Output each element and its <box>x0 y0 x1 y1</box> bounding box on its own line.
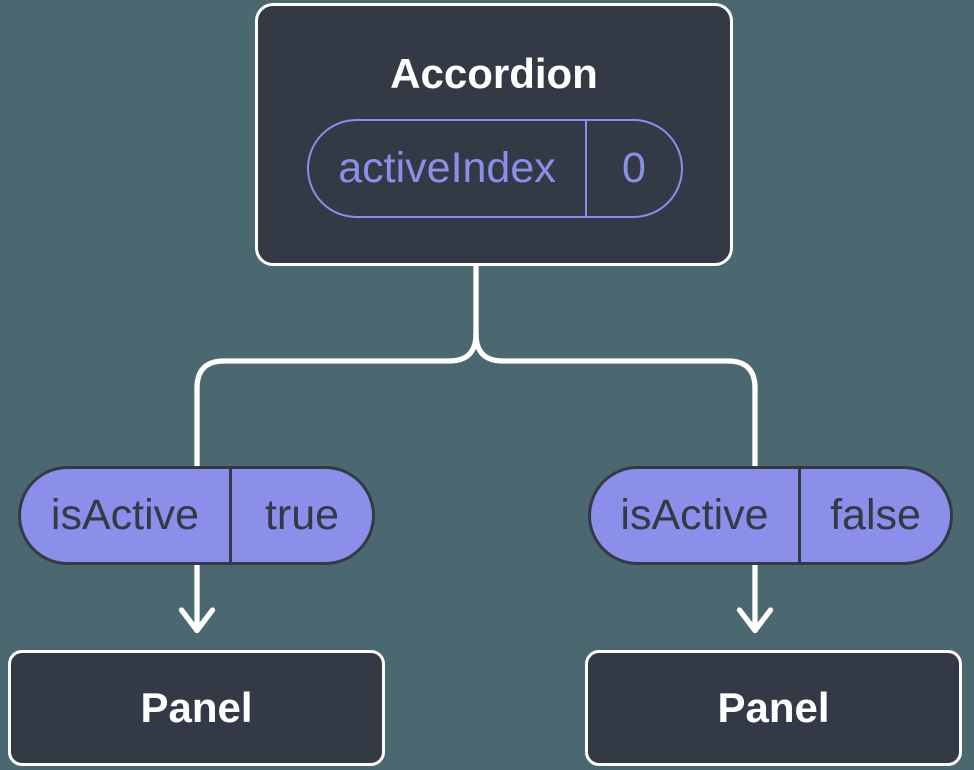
prop-pill-value-segment: true <box>232 469 372 562</box>
prop-pill-value: false <box>830 491 921 539</box>
panel-node-title: Panel <box>717 684 830 731</box>
state-pill-key-segment: activeIndex <box>309 121 587 216</box>
panel-node-left: Panel <box>8 650 385 766</box>
prop-pill-isactive-false: isActive false <box>588 466 953 565</box>
prop-pill-value-segment: false <box>801 469 950 562</box>
prop-pill-key-segment: isActive <box>591 469 801 562</box>
prop-pill-isactive-true: isActive true <box>18 466 375 565</box>
prop-pill-value: true <box>264 491 340 539</box>
state-pill-activeindex: activeIndex 0 <box>307 119 683 218</box>
prop-pill-key-segment: isActive <box>21 469 232 562</box>
connector-branch-right <box>473 331 758 469</box>
connector-branch-left <box>194 331 479 469</box>
accordion-node-title: Accordion <box>390 50 598 97</box>
prop-pill-key: isActive <box>620 491 769 539</box>
arrow-left-head-icon <box>178 607 216 634</box>
state-pill-value-segment: 0 <box>587 121 681 216</box>
panel-node-title: Panel <box>140 684 253 731</box>
accordion-node: Accordion activeIndex 0 <box>255 3 733 266</box>
arrow-right-head-icon <box>736 607 774 634</box>
prop-pill-key: isActive <box>50 491 200 539</box>
panel-node-right: Panel <box>585 650 962 766</box>
state-pill-value: 0 <box>622 144 646 192</box>
state-pill-key: activeIndex <box>338 144 556 192</box>
